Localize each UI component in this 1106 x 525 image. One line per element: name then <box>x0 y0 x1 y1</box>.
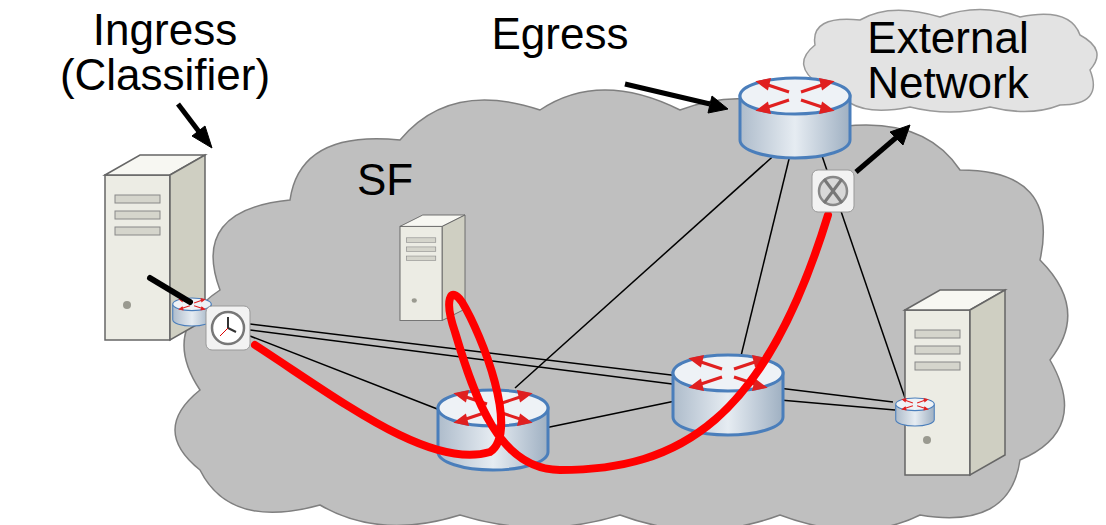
router <box>896 398 935 426</box>
node-text: External Network <box>828 16 1068 106</box>
callout-label: Egress <box>470 12 650 57</box>
pointer-arrows <box>150 84 910 302</box>
service-path <box>255 215 828 470</box>
server <box>400 215 465 320</box>
server <box>905 290 1005 475</box>
callout-label: Ingress (Classifier) <box>40 8 290 98</box>
cloud-node: External Network <box>790 5 1106 117</box>
clock-icon <box>206 306 250 350</box>
router <box>673 355 783 435</box>
router <box>740 78 850 158</box>
callout-label: SF <box>345 158 425 203</box>
network-cloud-outline <box>175 90 1068 525</box>
link-lines <box>250 150 905 428</box>
drop-icon <box>812 170 854 212</box>
